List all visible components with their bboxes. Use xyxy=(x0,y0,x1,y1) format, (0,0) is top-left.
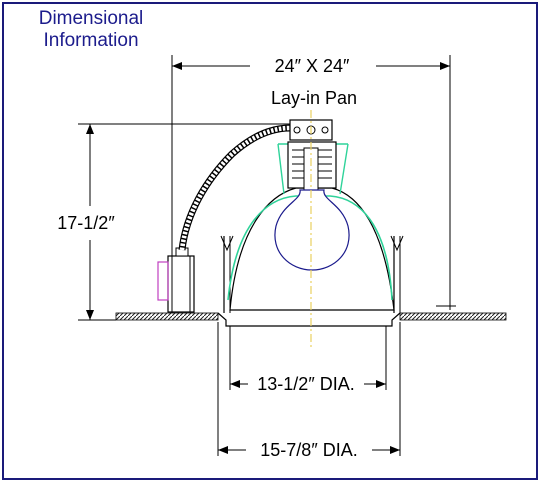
ceiling-right xyxy=(399,312,507,321)
diagram-frame xyxy=(2,2,538,480)
flex-conduit xyxy=(178,124,291,251)
pan-size-label: 24″ X 24″ xyxy=(275,56,350,76)
title-line-2: Information xyxy=(43,30,139,51)
trim-diameter-label: 15-7/8″ DIA. xyxy=(260,440,357,460)
pan-type-label: Lay-in Pan xyxy=(271,88,357,108)
aperture-diameter-label: 13-1/2″ DIA. xyxy=(257,374,354,394)
height-label: 17-1/2″ xyxy=(57,213,115,233)
ceiling-left xyxy=(115,312,219,321)
title-line-1: Dimensional xyxy=(38,8,144,29)
trim-flange xyxy=(217,312,401,327)
lamp xyxy=(274,189,350,271)
junction-box-plate xyxy=(157,261,169,301)
section-title: Dimensional Information xyxy=(16,8,166,52)
